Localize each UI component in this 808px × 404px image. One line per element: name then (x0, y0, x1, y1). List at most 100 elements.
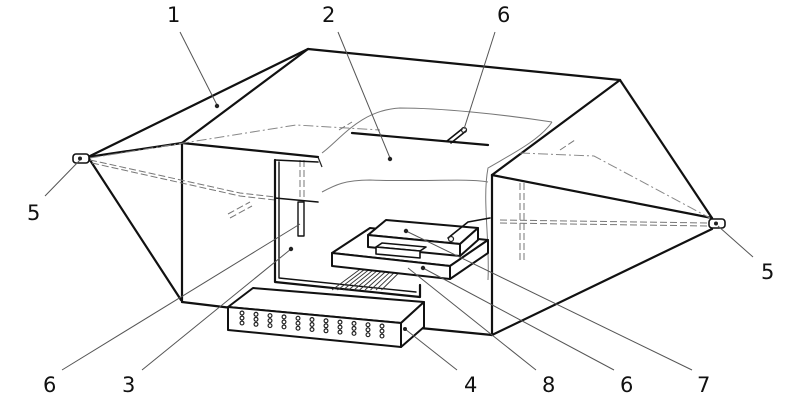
leader-lines (44, 31, 754, 371)
reference-numerals: 1 2 6 5 5 6 3 4 8 6 7 (27, 3, 774, 397)
left-rod (297, 201, 305, 237)
leader-7-dot (403, 228, 409, 234)
terminal-hole (295, 315, 301, 321)
upper-plate-side (459, 227, 479, 257)
ref-label: 1 (167, 3, 180, 27)
break-line-top (321, 107, 553, 154)
terminal-block (227, 287, 425, 348)
terminal-hole (267, 313, 273, 319)
terminal-hole (365, 322, 371, 328)
terminal-block-side (400, 301, 425, 348)
terminal-hole (295, 320, 301, 326)
ref-label: 6 (620, 373, 633, 397)
left-hidden-line-c (91, 162, 276, 201)
left-wing-inner-edge (180, 47, 310, 145)
ref-label: 8 (542, 373, 555, 397)
connector-front (375, 246, 421, 259)
right-hidden-line-b (499, 219, 711, 224)
terminal-hole (365, 332, 371, 338)
plate-arm-pin (447, 235, 455, 243)
leader-6-right (422, 267, 615, 371)
left-wing-top-edge (86, 47, 310, 159)
leader-7 (405, 230, 693, 371)
front-bottom-left-edge (180, 300, 234, 310)
ref-label: 5 (761, 260, 774, 284)
top-right-rod-hidden (559, 139, 576, 151)
leader-6-right-dot (420, 265, 426, 271)
leader-2 (337, 31, 391, 159)
terminal-hole (323, 323, 329, 329)
right-hidden-line-a (519, 152, 711, 219)
frame-top-bar (274, 159, 319, 163)
terminal-hole (239, 320, 245, 326)
right-wing-top-edge (618, 78, 714, 220)
terminal-hole (253, 316, 259, 322)
terminal-hole (309, 327, 315, 333)
ref-label: 6 (497, 3, 510, 27)
leader-5-left (44, 159, 81, 197)
terminal-hole (239, 310, 245, 316)
ref-label: 3 (122, 373, 135, 397)
outer-shell (86, 47, 714, 337)
terminal-hole (351, 330, 357, 336)
right-mount-bracket (708, 218, 726, 229)
terminal-hole (323, 318, 329, 324)
terminal-holes (239, 310, 385, 339)
leader-4-dot (403, 327, 407, 331)
terminal-hole (351, 325, 357, 331)
ref-label: 5 (27, 201, 40, 225)
inner-frame (273, 158, 422, 299)
leader-6-top (463, 31, 496, 130)
right-wing-mid-edge (490, 173, 714, 220)
terminal-hole (239, 315, 245, 321)
leader-1 (179, 31, 218, 106)
terminal-hole (267, 323, 273, 329)
terminal-hole (365, 327, 371, 333)
leader-3 (141, 248, 292, 371)
right-wing-bottom-edge (490, 227, 714, 337)
terminal-hole (323, 328, 329, 334)
leader-4 (404, 328, 458, 371)
terminal-hole (253, 321, 259, 327)
terminal-hole (309, 317, 315, 323)
leader-5-right (717, 225, 754, 258)
terminal-hole (281, 314, 287, 320)
front-bottom-right-edge (418, 326, 494, 337)
terminal-hole (379, 323, 385, 329)
left-hidden-line-a (89, 124, 381, 159)
leader-1-dot (214, 103, 220, 109)
inner-frame-inner (278, 161, 417, 293)
break-line-mid (321, 179, 489, 193)
frame-shelf (274, 197, 319, 203)
terminal-hole (281, 324, 287, 330)
terminal-hole (253, 311, 259, 317)
top-ridge (306, 47, 622, 82)
hidden-lines (89, 121, 711, 262)
lower-plate-side (449, 239, 489, 280)
top-back-edge-left (317, 156, 323, 168)
terminal-hole (295, 325, 301, 331)
ref-label: 2 (322, 3, 335, 27)
left-hidden-line-b (89, 159, 276, 198)
ref-label: 7 (697, 373, 710, 397)
ref-label: 6 (43, 373, 56, 397)
leader-8 (407, 267, 537, 371)
connector (375, 242, 427, 259)
inner-frame-outline (273, 158, 422, 299)
terminal-hole (337, 329, 343, 335)
break-line-right (485, 121, 553, 281)
terminal-hole (351, 320, 357, 326)
right-hidden-line-c (499, 222, 711, 227)
ref-label: 4 (464, 373, 477, 397)
terminal-hole (309, 322, 315, 328)
terminal-hole (337, 324, 343, 330)
left-mount-bracket (72, 153, 90, 164)
left-rod-hidden (227, 201, 251, 215)
terminal-hole (281, 319, 287, 325)
terminal-hole (337, 319, 343, 325)
front-top-edge (180, 141, 320, 159)
leader-6-left (61, 223, 301, 371)
top-left-rod-hidden (338, 121, 353, 131)
terminal-hole (379, 333, 385, 339)
